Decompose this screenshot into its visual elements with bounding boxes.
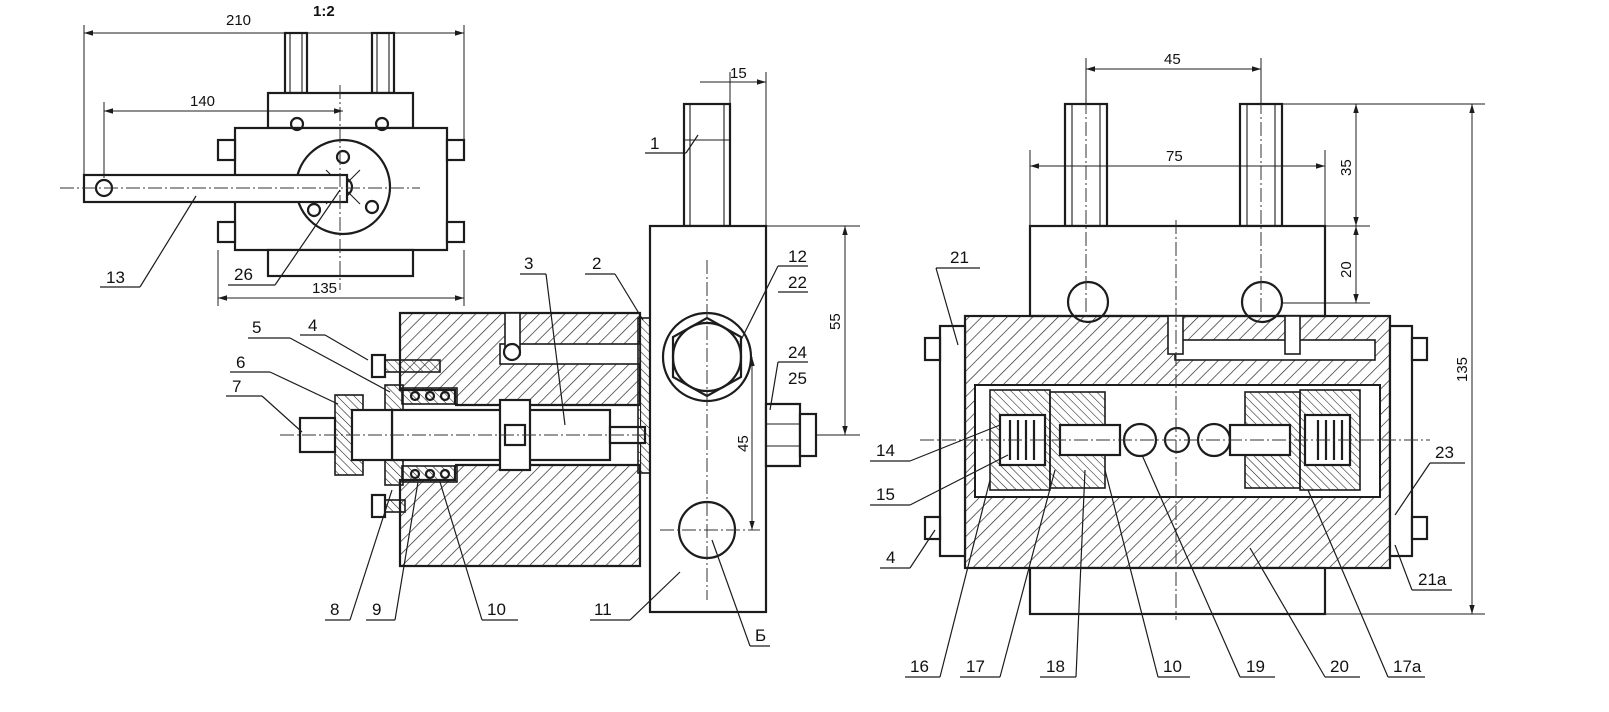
dim-35: 35 [1338,159,1355,176]
dim-55: 55 [827,313,844,330]
dim-135-section: 135 [1454,357,1471,382]
part-label-9: 9 [372,600,381,619]
part-label-3: 3 [524,254,533,273]
part-label-17a: 17а [1393,657,1422,676]
part-label-2: 2 [592,254,601,273]
valve-block [648,72,860,614]
part-label-10b: 10 [1163,657,1182,676]
dim-135-top: 135 [312,280,337,297]
part-label-10: 10 [487,600,506,619]
dim-45-section: 45 [1164,51,1181,68]
part-label-11: 11 [594,600,612,619]
part-label-17: 17 [966,657,985,676]
part-label-21a: 21а [1418,570,1447,589]
part-label-13: 13 [106,268,125,287]
part-label-8: 8 [330,600,339,619]
dim-20: 20 [1338,261,1355,278]
part-label-5: 5 [252,318,261,337]
part-label-12: 12 [788,247,807,266]
part-label-23: 23 [1435,443,1454,462]
part-label-19: 19 [1246,657,1265,676]
part-label-24: 24 [788,343,807,362]
part-label-6: 6 [236,353,245,372]
dim-15: 15 [730,65,747,82]
dim-75: 75 [1166,148,1183,165]
dim-210: 210 [226,12,251,29]
part-label-20: 20 [1330,657,1349,676]
part-label-B: Б [755,626,766,645]
part-label-7: 7 [232,377,241,396]
top-view [60,25,466,306]
part-label-18: 18 [1046,657,1065,676]
dim-45-side: 45 [735,435,752,452]
part-label-22: 22 [788,273,807,292]
part-label-4: 4 [308,316,317,335]
part-label-21: 21 [950,248,969,267]
right-section [920,58,1485,620]
part-label-16: 16 [910,657,929,676]
scale-label: 1:2 [313,3,335,20]
part-label-1: 1 [650,134,659,153]
part-label-4b: 4 [886,548,895,567]
part-label-15: 15 [876,485,895,504]
part-label-26: 26 [234,265,253,284]
part-label-14: 14 [876,441,895,460]
part-label-25: 25 [788,369,807,388]
dim-140: 140 [190,93,215,110]
